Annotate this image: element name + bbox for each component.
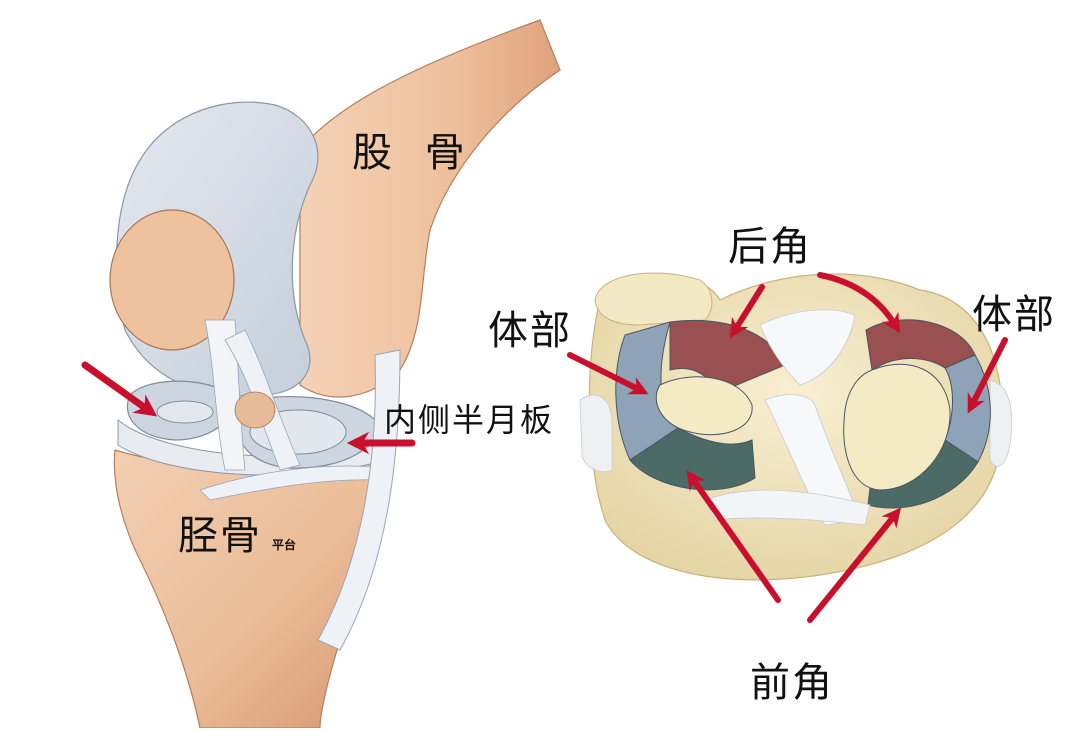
label-body-right: 体部 [972, 292, 1056, 338]
right-plateau-inner [843, 363, 951, 491]
left-anterior-horn-segment [629, 427, 756, 491]
label-anterior-horn: 前角 [750, 660, 834, 706]
arrow-anterior-horn-right [807, 507, 902, 623]
right-plateau-view [567, 272, 1013, 623]
anterior-cruciate-ligament [764, 394, 861, 526]
patella [109, 209, 235, 351]
transverse-ligament [704, 489, 871, 526]
posterior-cruciate-ligament [759, 309, 856, 386]
label-tibia-plateau: 平台 [272, 538, 297, 552]
medial-collateral-ligament [317, 349, 401, 651]
label-body-left: 体部 [488, 308, 572, 354]
arrow-anterior-horn-left [686, 470, 781, 603]
label-posterior-horn: 后角 [728, 224, 812, 270]
label-femur: 股 骨 [352, 130, 475, 176]
left-plateau-inner [655, 376, 753, 436]
label-tibia: 胫骨 [178, 513, 262, 559]
arrow-posterior-horn-left [729, 284, 765, 339]
arrow-body-left [567, 352, 649, 395]
label-medial-meniscus: 内侧半月板 [384, 401, 555, 439]
left-knee-view [81, 19, 561, 729]
arrow-lateral-meniscus [81, 361, 158, 417]
arrow-posterior-horn-right [817, 272, 900, 334]
arrow-body-right [967, 337, 1008, 414]
